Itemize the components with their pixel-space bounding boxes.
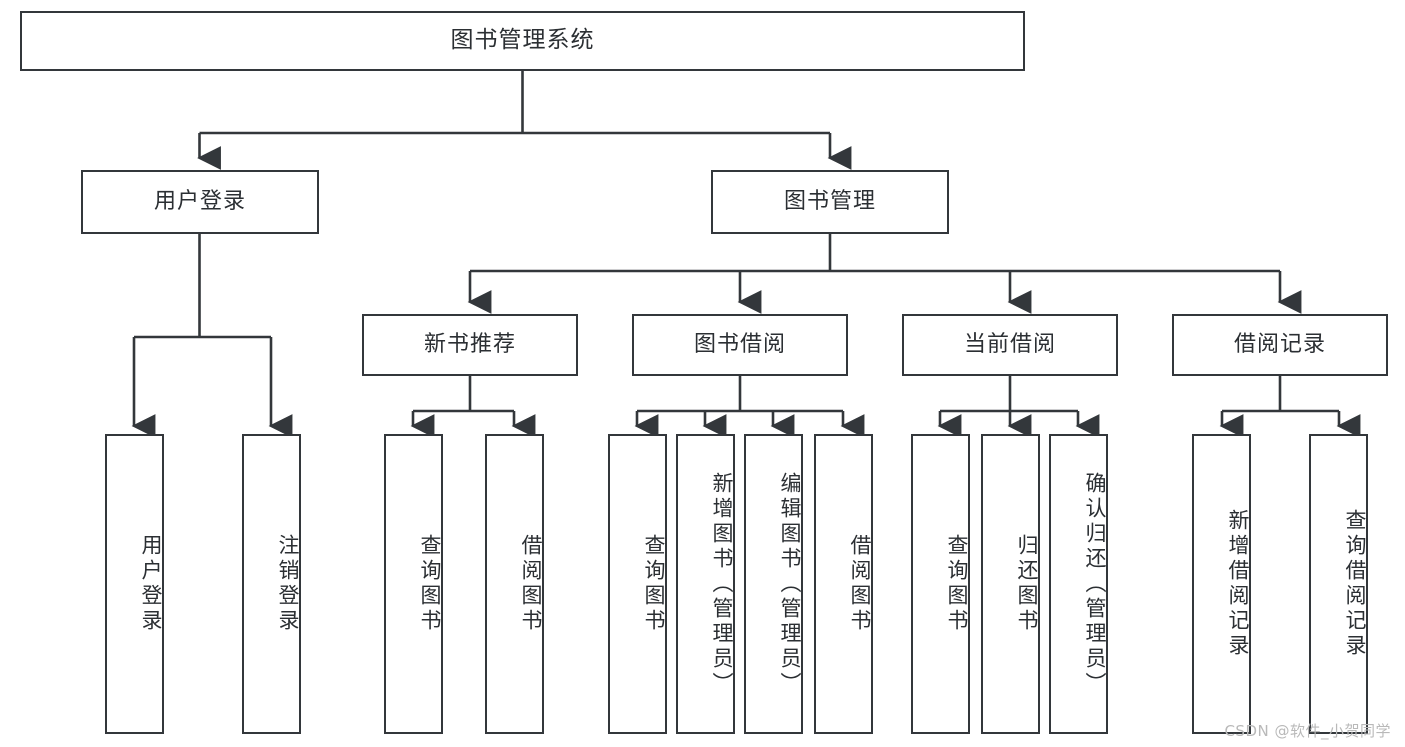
- node-borrow-record[interactable]: 借阅记录: [1172, 314, 1388, 376]
- node-label: 查询图书: [642, 534, 666, 634]
- node-label: 注销登录: [276, 534, 300, 634]
- node-leaf-borrow-book-2[interactable]: 借阅图书: [814, 434, 873, 734]
- node-root[interactable]: 图书管理系统: [20, 11, 1025, 71]
- node-user-login[interactable]: 用户登录: [81, 170, 319, 234]
- node-new-book-recommend[interactable]: 新书推荐: [362, 314, 578, 376]
- node-label: 查询图书: [945, 534, 969, 634]
- node-leaf-add-book[interactable]: 新增图书（管理员）: [676, 434, 735, 734]
- node-label: 归还图书: [1015, 534, 1039, 634]
- node-label: 借阅图书: [519, 534, 543, 634]
- node-book-borrow[interactable]: 图书借阅: [632, 314, 848, 376]
- node-current-borrow[interactable]: 当前借阅: [902, 314, 1118, 376]
- node-leaf-query-book-2[interactable]: 查询图书: [608, 434, 667, 734]
- node-leaf-query-book-1[interactable]: 查询图书: [384, 434, 443, 734]
- node-label: 确认归还（管理员）: [1083, 471, 1107, 697]
- node-leaf-return-book[interactable]: 归还图书: [981, 434, 1040, 734]
- node-label: 借阅图书: [848, 534, 872, 634]
- node-label: 新增借阅记录: [1226, 509, 1250, 659]
- node-label: 新增图书（管理员）: [710, 471, 734, 697]
- node-book-manage[interactable]: 图书管理: [711, 170, 949, 234]
- node-label: 查询借阅记录: [1343, 509, 1367, 659]
- node-leaf-confirm-return[interactable]: 确认归还（管理员）: [1049, 434, 1108, 734]
- node-label: 编辑图书（管理员）: [778, 471, 802, 697]
- node-leaf-borrow-book-1[interactable]: 借阅图书: [485, 434, 544, 734]
- node-label: 用户登录: [139, 534, 163, 634]
- node-label: 查询图书: [418, 534, 442, 634]
- node-leaf-query-book-3[interactable]: 查询图书: [911, 434, 970, 734]
- node-leaf-add-record[interactable]: 新增借阅记录: [1192, 434, 1251, 734]
- node-leaf-query-record[interactable]: 查询借阅记录: [1309, 434, 1368, 734]
- node-leaf-logout[interactable]: 注销登录: [242, 434, 301, 734]
- node-leaf-edit-book[interactable]: 编辑图书（管理员）: [744, 434, 803, 734]
- node-leaf-user-login[interactable]: 用户登录: [105, 434, 164, 734]
